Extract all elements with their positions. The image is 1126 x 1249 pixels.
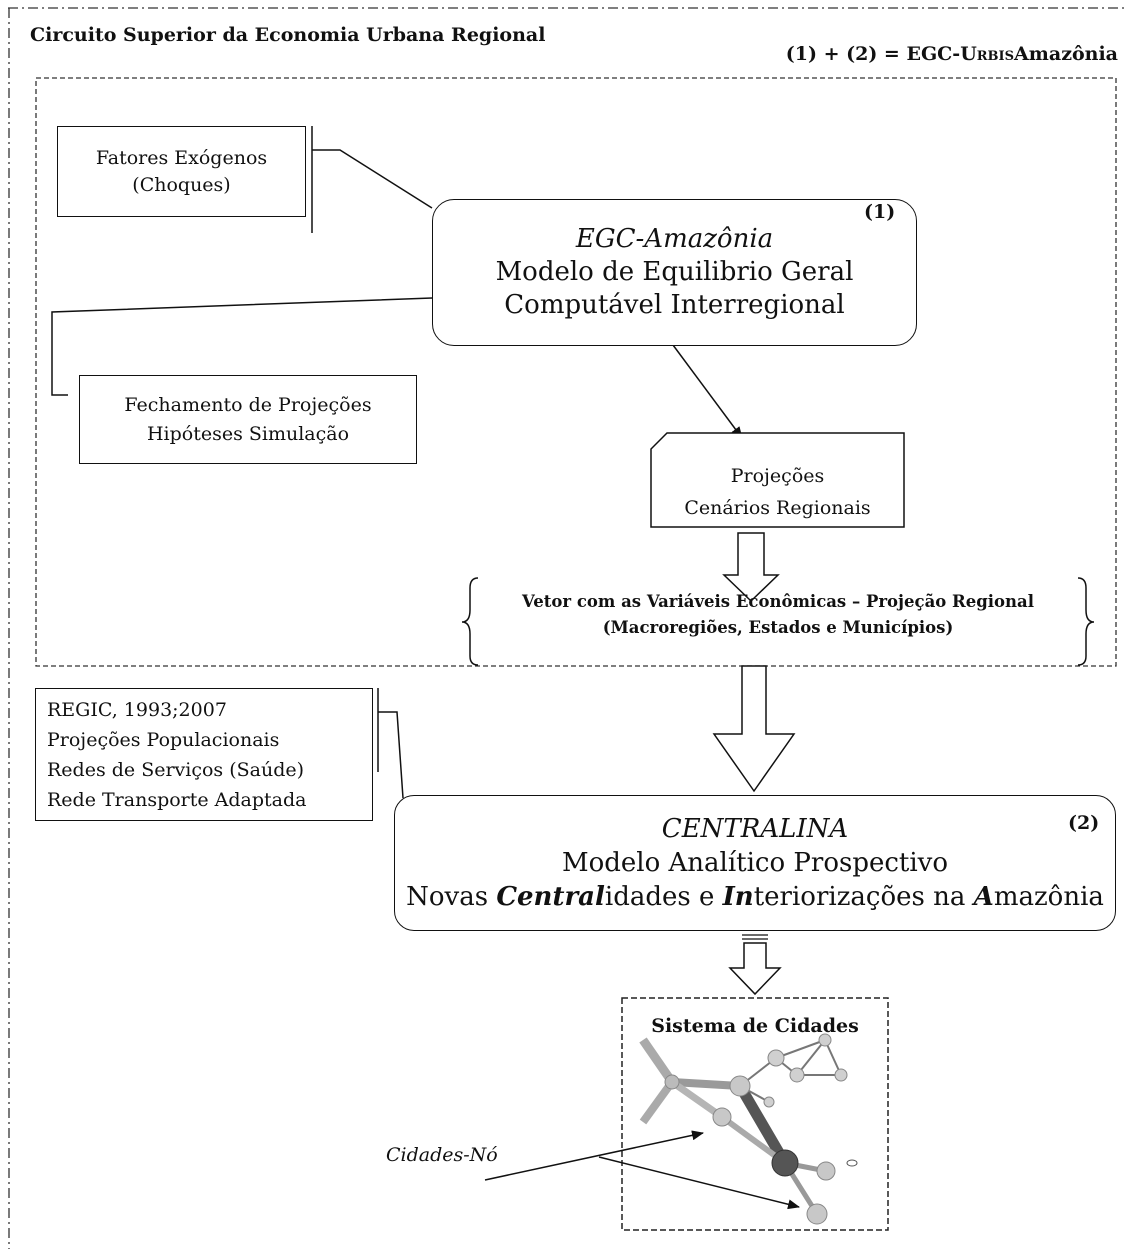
- vector-brace-left: [461, 577, 479, 666]
- vector-brace-right: [1077, 577, 1095, 666]
- city-system-frame: [621, 997, 889, 1231]
- vector-line1: Vetor com as Variáveis Econômicas – Proj…: [521, 592, 1034, 611]
- centralina-line2: Novas Centralidades e Interiorizações na…: [406, 882, 1104, 912]
- egc-number: (1): [864, 201, 896, 223]
- vector-line2: (Macroregiões, Estados e Municípios): [602, 618, 954, 637]
- egc-line1: Modelo de Equilibrio Geral: [495, 257, 854, 287]
- projection-closure-box: Fechamento de Projeções Hipóteses Simula…: [79, 375, 417, 464]
- egc-line2: Computável Interregional: [504, 290, 845, 320]
- exogenous-line1: Fatores Exógenos: [95, 146, 268, 169]
- city-system-title: Sistema de Cidades: [651, 1015, 859, 1037]
- centralina-line1: Modelo Analítico Prospectivo: [561, 848, 949, 878]
- hollow-arrow-2: [712, 665, 796, 793]
- input-line-population: Projeções Populacionais: [47, 728, 280, 751]
- inputs-box: REGIC, 1993;2007 Projeções Populacionais…: [35, 688, 373, 821]
- hollow-arrow-3: [728, 942, 782, 996]
- hollow-arrow-1: [722, 532, 780, 603]
- centralina-box: CENTRALINA Modelo Analítico Prospectivo …: [394, 795, 1116, 931]
- egc-amazonia-box: EGC-Amazônia Modelo de Equilibrio Geral …: [432, 199, 917, 346]
- circuit-title: Circuito Superior da Economia Urbana Reg…: [30, 24, 546, 46]
- closure-line1: Fechamento de Projeções: [124, 393, 372, 416]
- projections-line2: Cenários Regionais: [684, 497, 871, 519]
- city-network-illustration: [639, 1033, 858, 1225]
- centralina-number: (2): [1068, 812, 1100, 834]
- exogenous-line2: (Choques): [132, 173, 231, 196]
- section-1-frame: [35, 77, 1117, 667]
- model-formula: (1) + (2) = EGC-UrbisAmazônia: [785, 43, 1118, 65]
- egc-title: EGC-Amazônia: [575, 224, 774, 254]
- city-nodes-label: Cidades-Nó: [386, 1144, 498, 1166]
- input-line-transport: Rede Transporte Adaptada: [47, 788, 307, 811]
- closure-line2: Hipóteses Simulação: [146, 422, 350, 445]
- exogenous-factors-box: Fatores Exógenos (Choques): [57, 126, 306, 217]
- input-line-services: Redes de Serviços (Saúde): [47, 758, 305, 781]
- input-line-regic: REGIC, 1993;2007: [47, 698, 227, 721]
- centralina-title: CENTRALINA: [661, 814, 849, 844]
- projections-line1: Projeções: [730, 465, 825, 487]
